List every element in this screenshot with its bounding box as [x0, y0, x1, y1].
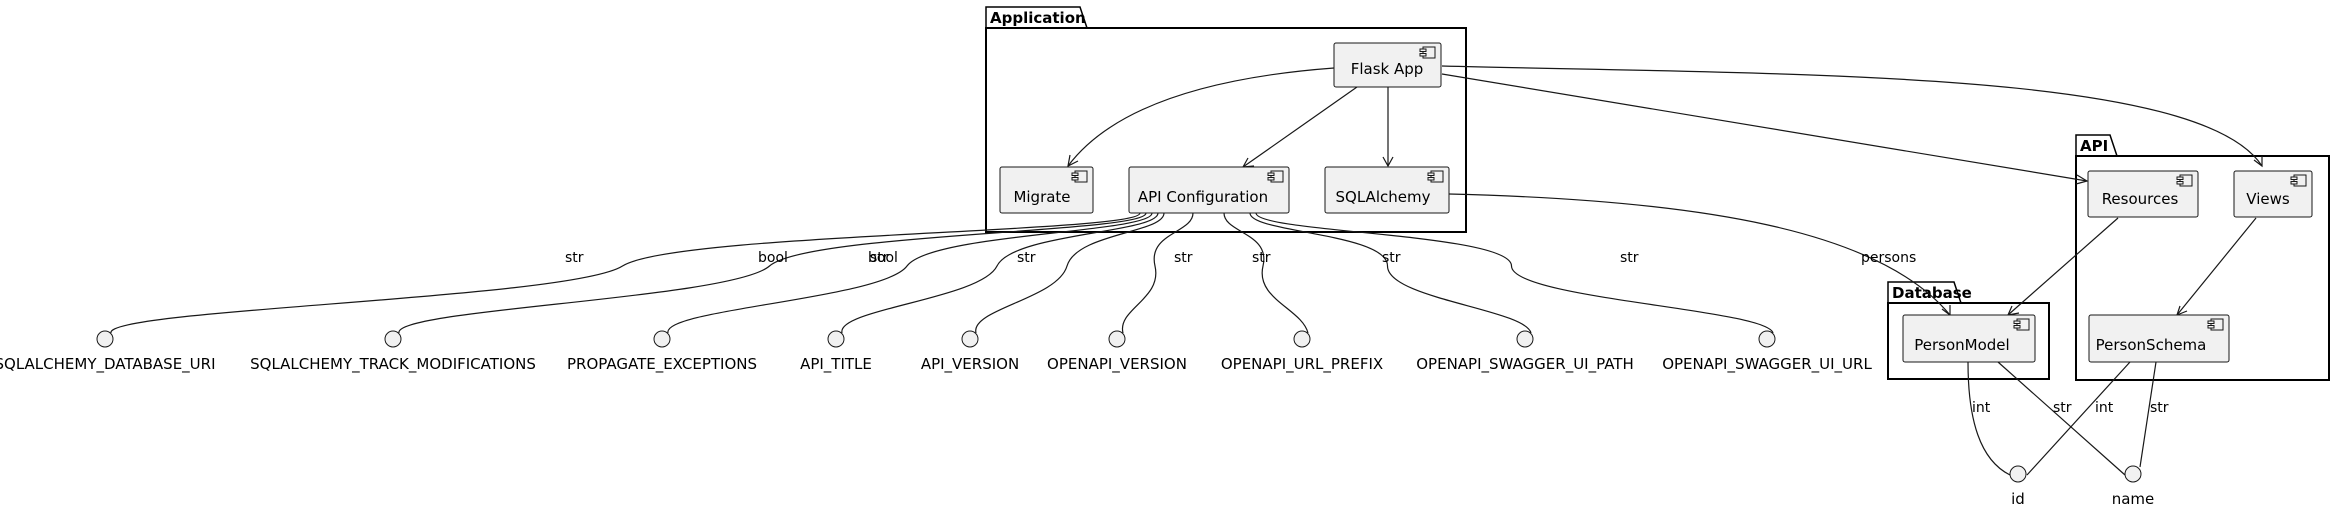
edge-label-propagate-exceptions-type: bool [868, 250, 898, 266]
edge-label-persons: persons [1861, 250, 1916, 266]
edge-personmodel-id [1967, 361, 2011, 476]
package-api-title: API [2080, 137, 2108, 155]
interface-api-version-circle [961, 330, 979, 348]
interface-openapi-url-prefix-label: OPENAPI_URL_PREFIX [1221, 355, 1383, 374]
interface-id-circle [2009, 465, 2027, 483]
edge-apiconfig-openapi-swagger-ui-url [1255, 212, 1774, 334]
edge-views-personschema [2176, 217, 2257, 316]
edge-label-sqlalchemy-track-modifications-type: bool [758, 250, 788, 266]
interface-openapi-swagger-ui-url-label: OPENAPI_SWAGGER_UI_URL [1662, 355, 1872, 374]
edge-label-api-version-type: str [1017, 250, 1036, 266]
component-resources[interactable]: Resources [2087, 170, 2199, 218]
component-sqlalchemy[interactable]: SQLAlchemy [1324, 166, 1450, 214]
edge-apiconfig-propagate-exceptions [667, 212, 1153, 334]
component-flask-app-label: Flask App [1351, 60, 1424, 78]
component-api-configuration[interactable]: API Configuration [1128, 166, 1290, 214]
component-views-label: Views [2246, 190, 2290, 208]
edge-personmodel-name [1997, 361, 2126, 476]
edge-apiconfig-openapi-url-prefix [1223, 212, 1309, 334]
component-flask-app[interactable]: Flask App [1333, 42, 1442, 88]
interface-sqlalchemy-database-uri-label: SQLALCHEMY_DATABASE_URI [0, 355, 216, 374]
interface-sqlalchemy-database-uri-circle [96, 330, 114, 348]
edge-apiconfig-api-version [975, 212, 1165, 334]
edge-label-model-int: int [1972, 400, 1991, 416]
interface-sqlalchemy-track-modifications-circle [384, 330, 402, 348]
interface-api-title-circle [827, 330, 845, 348]
interface-openapi-version-circle [1108, 330, 1126, 348]
component-personschema-label: PersonSchema [2096, 336, 2207, 354]
edge-personschema-id [2026, 361, 2131, 476]
interface-openapi-swagger-ui-path-label: OPENAPI_SWAGGER_UI_PATH [1416, 355, 1634, 374]
interface-sqlalchemy-track-modifications-label: SQLALCHEMY_TRACK_MODIFICATIONS [250, 355, 536, 374]
interface-name-circle [2124, 465, 2142, 483]
interface-name: name [2112, 465, 2155, 508]
component-personschema[interactable]: PersonSchema [2088, 314, 2230, 363]
edge-flask-resources-arrowhead [2075, 174, 2089, 185]
edge-apiconfig-openapi-version [1121, 212, 1194, 334]
edge-label-schema-str: str [2150, 400, 2169, 416]
edge-flask-migrate-arrowhead [1067, 154, 1079, 168]
edge-flask-migrate [1067, 67, 1335, 167]
interface-openapi-swagger-ui-url-circle [1758, 330, 1776, 348]
edge-label-openapi-swagger-ui-path-type: str [1382, 250, 1401, 266]
interface-openapi-url-prefix-circle [1293, 330, 1311, 348]
edge-apiconfig-api-title [841, 212, 1159, 334]
edge-sqlalchemy-personmodel [1448, 193, 1951, 316]
edge-label-openapi-version-type: str [1174, 250, 1193, 266]
config-interfaces: SQLALCHEMY_DATABASE_URI SQLALCHEMY_TRACK_… [0, 330, 1872, 374]
component-resources-label: Resources [2102, 190, 2179, 208]
interface-api-version-label: API_VERSION [921, 355, 1019, 374]
edge-label-model-str: str [2053, 400, 2072, 416]
edge-flask-resources [1441, 73, 2088, 182]
edges: persons int str int str [1067, 65, 2263, 476]
component-api-configuration-label: API Configuration [1138, 188, 1268, 206]
edge-label-openapi-url-prefix-type: str [1252, 250, 1271, 266]
component-views[interactable]: Views [2233, 170, 2313, 218]
edge-flask-views [1441, 65, 2263, 167]
component-personmodel[interactable]: PersonModel [1902, 314, 2036, 363]
edge-label-sqlalchemy-database-uri-type: str [565, 250, 584, 266]
interface-name-label: name [2112, 490, 2155, 508]
interface-id-label: id [2011, 490, 2025, 508]
edge-apiconfig-openapi-swagger-ui-path [1249, 212, 1532, 334]
edge-flask-sqlalchemy-arrowhead [1382, 156, 1394, 168]
component-migrate[interactable]: Migrate [999, 166, 1094, 214]
package-application-title: Application [990, 9, 1086, 27]
edge-apiconfig-sqlalchemy-track-modifications [398, 212, 1147, 334]
edge-flask-views-arrowhead [2253, 156, 2263, 168]
interface-openapi-version-label: OPENAPI_VERSION [1047, 355, 1187, 374]
edge-flask-apiconfig [1242, 86, 1358, 168]
edge-label-openapi-swagger-ui-url-type: str [1620, 250, 1639, 266]
interface-propagate-exceptions-circle [653, 330, 671, 348]
component-personmodel-label: PersonModel [1914, 336, 2009, 354]
component-migrate-label: Migrate [1013, 188, 1070, 206]
interface-propagate-exceptions-label: PROPAGATE_EXCEPTIONS [567, 355, 757, 374]
edge-resources-personmodel [2007, 217, 2119, 316]
edge-apiconfig-sqlalchemy-database-uri [110, 212, 1141, 334]
edge-label-api-title-type: str [870, 250, 889, 266]
edge-label-schema-int: int [2095, 400, 2114, 416]
interface-openapi-swagger-ui-path-circle [1516, 330, 1534, 348]
edge-personschema-name [2139, 361, 2157, 468]
component-sqlalchemy-label: SQLAlchemy [1336, 188, 1431, 206]
package-database-title: Database [1892, 284, 1972, 302]
interface-api-title-label: API_TITLE [800, 355, 872, 374]
interface-id: id [2009, 465, 2027, 508]
